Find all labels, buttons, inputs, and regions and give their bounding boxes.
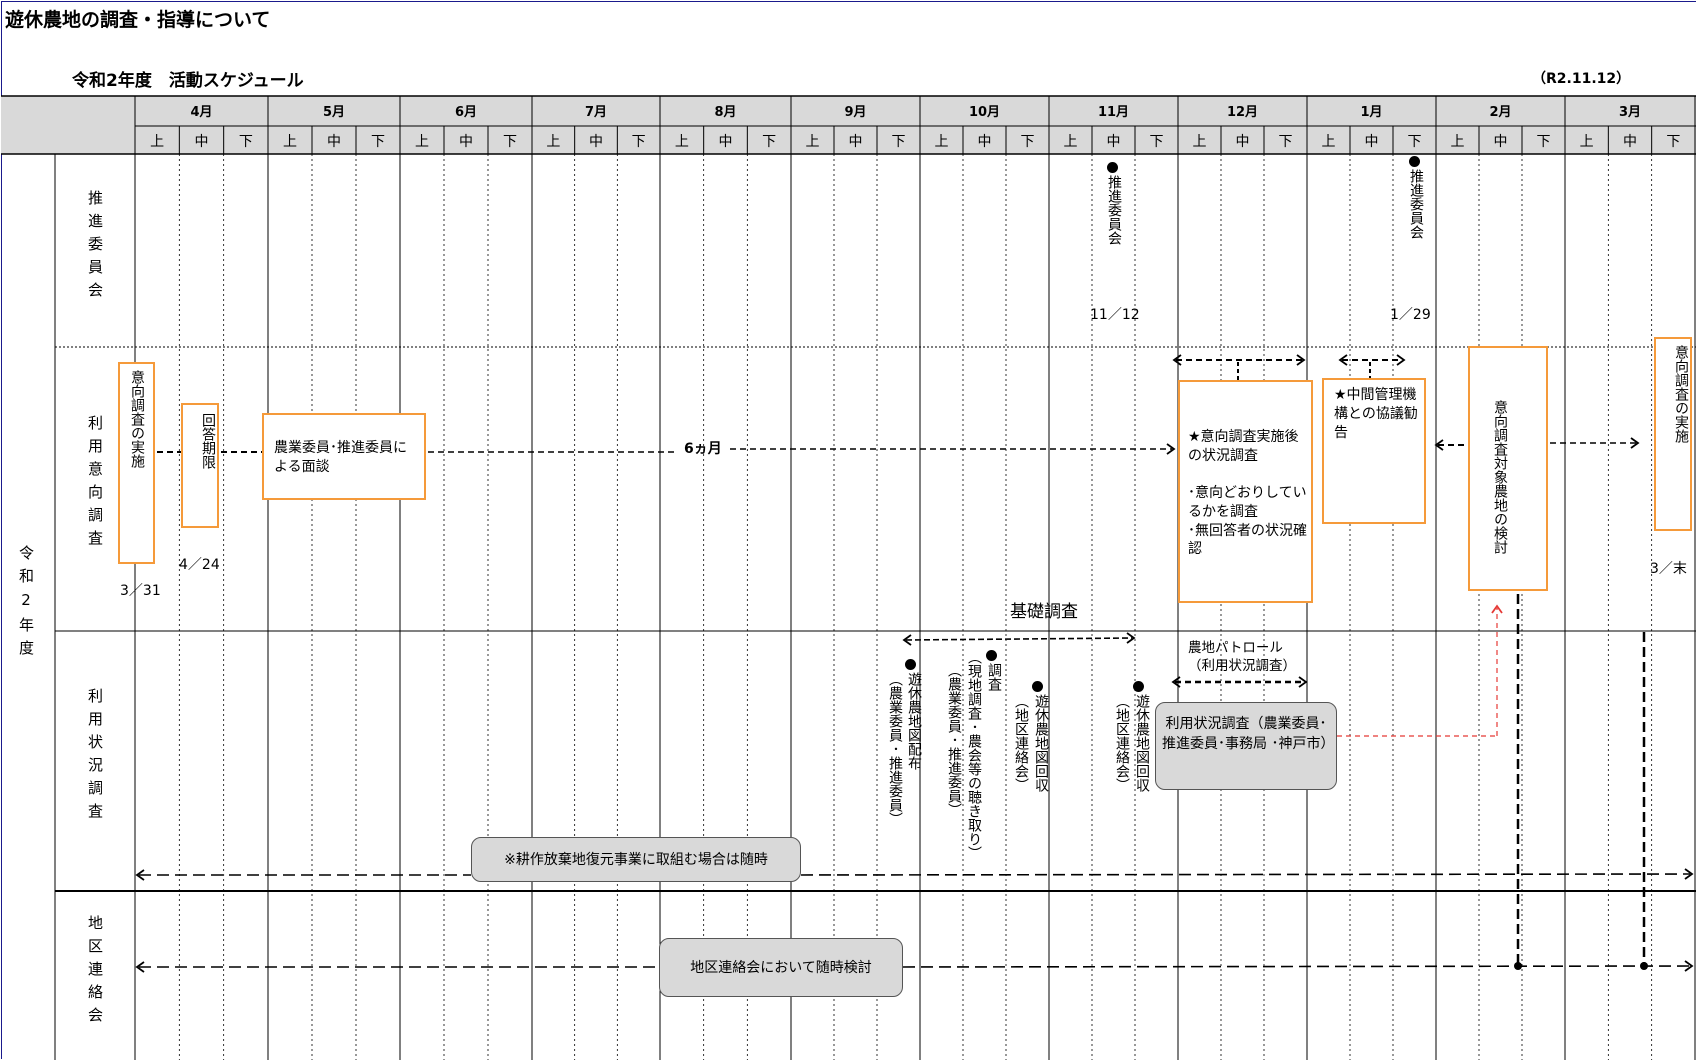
period-header: 下: [631, 134, 646, 150]
period-header: 上: [150, 134, 165, 150]
period-header: 上: [546, 134, 561, 150]
chosa-sub1: （現地調査･農会等の聴き取り）: [966, 650, 982, 860]
period-header: 下: [503, 134, 517, 150]
period-header: 上: [1579, 134, 1594, 150]
jokyo-chosa-item2: ･無回答者の状況確認: [1188, 522, 1307, 558]
fiscal-year-label: 令和2年度: [17, 545, 35, 663]
month-header: 6月: [454, 105, 478, 120]
event-marker: [905, 659, 916, 670]
haifu-event: 遊休農地図配布: [906, 672, 922, 770]
iko-end-box: 意向調査の実施: [1654, 337, 1692, 531]
kaishu-2-sub: （地区連絡会）: [1114, 694, 1130, 792]
period-header: 下: [891, 134, 906, 150]
suishin-meeting-1-date: 11／12: [1090, 307, 1140, 323]
month-header: 7月: [584, 105, 608, 120]
period-header: 上: [1192, 134, 1207, 150]
month-header: 11月: [1097, 105, 1130, 120]
month-header: 5月: [322, 105, 346, 120]
period-header: 上: [1450, 134, 1465, 150]
period-header: 中: [327, 134, 341, 150]
patrol-label: 農地パトロール: [1188, 640, 1283, 656]
period-header: 下: [238, 134, 253, 150]
riyo-jokyo-box: 利用状況調査（農業委員･推進委員･事務局 ･神戸市）: [1155, 702, 1337, 790]
iko-start-box: 意向調査の実施: [118, 362, 155, 564]
row-label-chiku: 地区連絡会: [86, 915, 104, 1030]
kaishu-2-event: 遊休農地図回収: [1134, 694, 1150, 792]
period-header: 上: [1063, 134, 1078, 150]
period-header: 中: [718, 134, 733, 150]
jokyo-chosa-box: ★意向調査実施後の状況調査 ･意向どおりしているかを調査 ･無回答者の状況確認: [1178, 380, 1313, 603]
iko-start-date: 3／31: [120, 583, 161, 599]
period-header: 下: [1278, 134, 1293, 150]
mensetsu-box: 農業委員･推進委員による面談: [262, 413, 426, 500]
chiku-renrakukai-box: 地区連絡会において随時検討: [659, 938, 903, 997]
month-header: 3月: [1618, 105, 1642, 120]
document-title: 遊休農地の調査・指導について: [5, 9, 271, 31]
taisho-text: 意向調査対象農地の検討: [1492, 400, 1508, 554]
revision-date: （R2.11.12）: [1532, 71, 1631, 87]
period-header: 下: [1020, 134, 1035, 150]
patrol-sub: （利用状況調査）: [1188, 658, 1296, 674]
suishin-meeting-2-date: 1／29: [1390, 307, 1431, 323]
period-header: 上: [805, 134, 820, 150]
month-header: 12月: [1226, 105, 1259, 120]
period-header: 上: [283, 134, 297, 150]
period-header: 中: [1235, 134, 1250, 150]
kaishu-1-sub: （地区連絡会）: [1013, 694, 1029, 792]
meeting-marker: [1409, 156, 1420, 167]
period-header: 上: [415, 134, 429, 150]
period-header: 下: [762, 134, 777, 150]
event-marker: [986, 650, 997, 661]
month-header: 9月: [844, 105, 867, 120]
six-months-label: 6ヵ月: [684, 441, 722, 457]
event-marker: [1133, 681, 1144, 692]
month-header: 1月: [1360, 105, 1383, 120]
period-header: 下: [1536, 134, 1551, 150]
period-header: 下: [1666, 134, 1681, 150]
iko-end-date: 3／末: [1650, 561, 1687, 577]
period-header: 下: [1407, 134, 1422, 150]
suishin-meeting-2: 推進委員会: [1408, 169, 1424, 239]
period-header: 中: [1364, 134, 1379, 150]
period-header: 中: [1106, 134, 1121, 150]
row-label-iko: 利用意向調査: [86, 415, 104, 553]
taisho-box: [1468, 346, 1548, 591]
period-header: 中: [848, 134, 863, 150]
month-header: 4月: [190, 105, 213, 120]
period-header: 下: [371, 134, 385, 150]
row-label-suishin: 推進委員会: [86, 190, 104, 305]
jokyo-chosa-title: ★意向調査実施後の状況調査: [1188, 429, 1299, 464]
event-marker: [1032, 681, 1043, 692]
suishin-meeting-1: 推進委員会: [1106, 175, 1122, 245]
chukan-box: ★中間管理機構との協議勧告: [1322, 378, 1426, 524]
jokyo-chosa-item1: ･意向どおりしているかを調査: [1188, 484, 1307, 520]
chosa-event: 調査: [986, 663, 1002, 691]
period-header: 下: [1149, 134, 1164, 150]
schedule-subtitle: 令和2年度 活動スケジュール: [72, 71, 304, 91]
kaito-date: 4／24: [179, 557, 220, 573]
month-header: 2月: [1489, 105, 1512, 120]
period-header: 中: [1622, 134, 1637, 150]
kaishu-1-event: 遊休農地図回収: [1033, 694, 1049, 792]
kaito-box: 回答期限: [181, 403, 219, 528]
zuiji-note-box: ※耕作放棄地復元事業に取組む場合は随時: [471, 837, 801, 882]
period-header: 上: [674, 134, 689, 150]
month-header: 8月: [714, 105, 737, 120]
chosa-sub2: （農業委員･推進委員）: [946, 663, 962, 817]
row-label-jokyo: 利用状況調査: [86, 688, 104, 826]
month-header: 10月: [968, 105, 1001, 120]
period-header: 中: [588, 134, 603, 150]
period-header: 中: [194, 134, 209, 150]
haifu-sub: （農業委員･推進委員）: [887, 672, 903, 826]
period-header: 中: [977, 134, 992, 150]
period-header: 中: [1493, 134, 1508, 150]
kiso-label: 基礎調査: [1010, 602, 1078, 622]
period-header: 中: [459, 134, 473, 150]
period-header: 上: [1321, 134, 1336, 150]
meeting-marker: [1107, 162, 1118, 173]
period-header: 上: [934, 134, 949, 150]
